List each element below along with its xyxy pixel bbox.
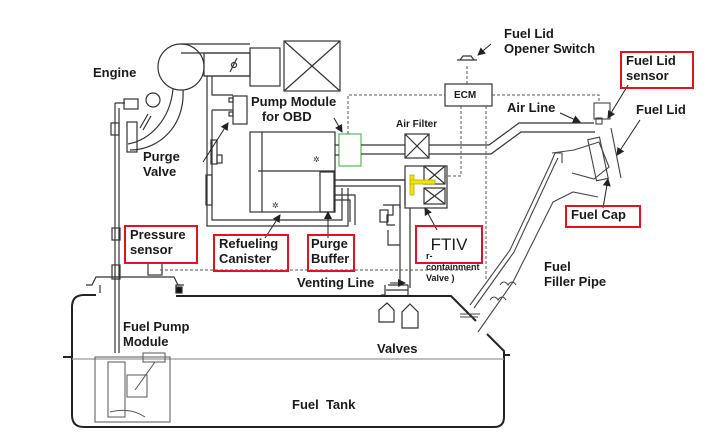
containment-valve-label: r- containment Valve ): [426, 251, 480, 283]
pump-module-label: Pump Module for OBD: [251, 94, 337, 124]
refueling-canister-label: Refueling Canister: [213, 234, 289, 272]
air-cleaner: [283, 40, 341, 92]
pump-module-obd: [338, 133, 362, 167]
fuel-filler-pipe-label: Fuel Filler Pipe: [544, 259, 607, 289]
fuel-lid-sensor-label: Fuel Lid sensor: [620, 51, 694, 89]
air-line-label: Air Line: [507, 100, 556, 115]
engine-icon: [157, 43, 205, 91]
throttle-body: [203, 52, 251, 77]
valves-label: Valves: [377, 341, 418, 356]
purge-buffer-label: Purge Buffer: [307, 234, 355, 272]
svg-text:✲: ✲: [272, 201, 279, 210]
air-filter-icon: [404, 133, 430, 159]
ftiv-label: FTIV: [415, 225, 483, 264]
canister-body: [249, 131, 336, 213]
fuel-tank-label: Fuel Tank: [292, 397, 356, 412]
ecm-label: ECM: [454, 90, 477, 101]
fuel-cap-label: Fuel Cap: [565, 205, 641, 228]
purge-valve-label: Purge Valve: [143, 149, 180, 179]
fuel-pump-module-label: Fuel Pump Module: [123, 319, 190, 349]
ftiv-valve-icon: [409, 174, 415, 196]
engine-label: Engine: [93, 65, 137, 80]
air-filter-label: Air Filter: [396, 119, 438, 130]
air-intake-box: [249, 47, 281, 87]
svg-text:✲: ✲: [313, 155, 320, 164]
intake-pipe: [181, 43, 250, 45]
pressure-sensor-label: Pressure sensor: [124, 225, 198, 264]
fuel-lid-label: Fuel Lid: [636, 102, 686, 117]
fuel-lid-opener-switch-label: Fuel Lid Opener Switch: [504, 26, 596, 56]
fuel-tank-outline: [71, 294, 505, 428]
venting-line-label: Venting Line: [297, 275, 375, 290]
